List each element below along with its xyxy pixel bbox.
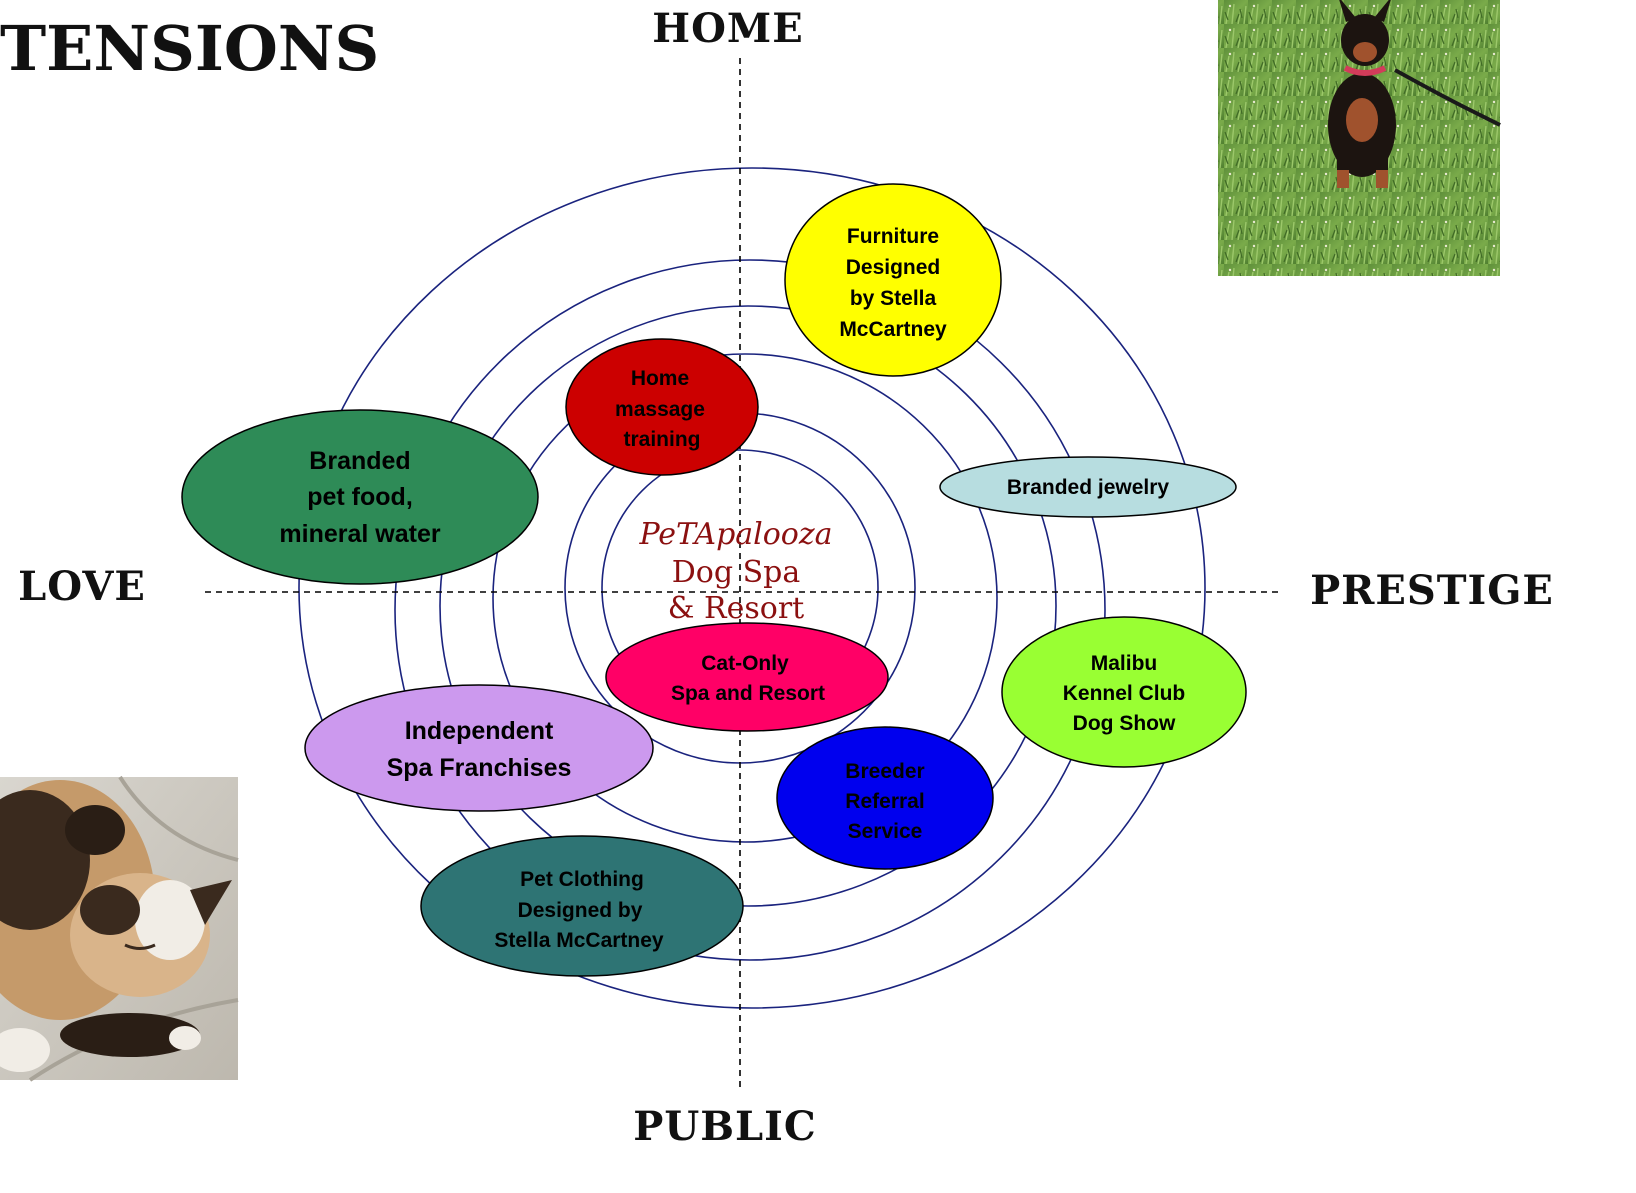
node-text: Independent — [405, 717, 554, 745]
node-text: Referral — [845, 790, 924, 813]
node-text: Dog Show — [1073, 712, 1176, 735]
node-text: Branded — [309, 447, 410, 475]
node-text: massage — [615, 398, 705, 421]
node-text: by Stella — [850, 287, 937, 310]
concentric-rings — [298, 167, 1206, 1009]
ring-6 — [298, 167, 1206, 1009]
node-breeder: Breeder Referral Service — [776, 726, 994, 870]
center-label: PeTApalooza Dog Spa & Resort — [638, 517, 832, 626]
node-text: Pet Clothing — [520, 868, 644, 891]
ring-5 — [394, 259, 1106, 961]
node-text: Cat-Only — [701, 652, 789, 675]
axis-label-right: PRESTIGE — [1310, 567, 1554, 614]
node-text: training — [624, 428, 701, 451]
dog-photo — [1218, 0, 1501, 276]
ring-3 — [492, 353, 998, 843]
node-text: Home — [631, 367, 689, 390]
node-cat-only: Cat-Only Spa and Resort — [605, 622, 889, 732]
center-line-2: Dog Spa — [672, 555, 801, 590]
axis-label-top: HOME — [652, 5, 803, 52]
node-text: Branded jewelry — [1007, 476, 1170, 499]
node-branded-jewelry: Branded jewelry — [939, 456, 1237, 518]
node-text: Spa Franchises — [387, 754, 572, 782]
node-text: Malibu — [1091, 652, 1158, 675]
node-text: Spa and Resort — [671, 682, 825, 705]
node-independent: Independent Spa Franchises — [304, 684, 654, 812]
node-text: Designed by — [518, 899, 643, 922]
node-text: mineral water — [279, 520, 440, 548]
node-branded-food: Branded pet food, mineral water — [181, 409, 539, 585]
node-clothing: Pet Clothing Designed by Stella McCartne… — [420, 835, 744, 977]
node-text: Service — [848, 820, 923, 843]
node-text: Breeder — [845, 760, 924, 783]
node-malibu: Malibu Kennel Club Dog Show — [1001, 616, 1247, 768]
node-text: Kennel Club — [1063, 682, 1186, 705]
center-line-1: PeTApalooza — [638, 517, 832, 552]
node-text: Furniture — [847, 225, 939, 248]
node-text: pet food, — [307, 483, 413, 511]
node-text: McCartney — [839, 318, 947, 341]
page-title: TENSIONS — [0, 12, 379, 85]
node-furniture: Furniture Designed by Stella McCartney — [784, 183, 1002, 377]
axis-label-left: LOVE — [18, 563, 146, 610]
center-line-3: & Resort — [668, 591, 804, 626]
cat-photo — [0, 775, 239, 1082]
axis-label-bottom: PUBLIC — [633, 1103, 816, 1150]
ring-4 — [439, 305, 1057, 907]
node-home-massage: Home massage training — [565, 338, 759, 476]
node-text: Designed — [846, 256, 941, 279]
node-text: Stella McCartney — [494, 929, 664, 952]
